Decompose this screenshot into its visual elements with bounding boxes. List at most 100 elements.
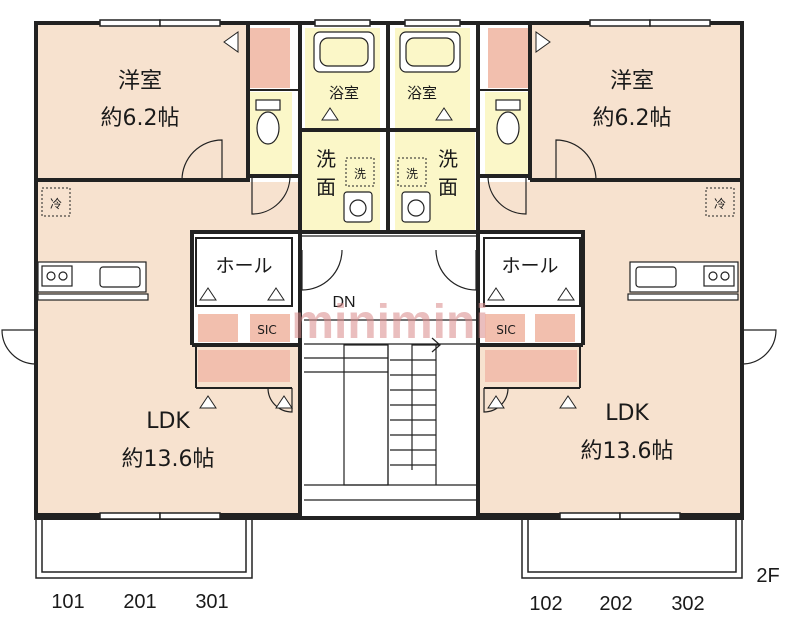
- left-western-room: [38, 25, 248, 180]
- marker-2: [535, 31, 551, 53]
- kitchens: [37, 261, 739, 301]
- door-left-entry: [301, 249, 343, 291]
- right-bath-label: 浴室: [407, 84, 437, 102]
- right-fridge-label: 冷: [714, 197, 726, 211]
- thin-walls: [195, 89, 581, 389]
- right-kitchen-stove: [703, 265, 735, 287]
- right-bathtub-inner: [405, 37, 455, 67]
- left-sic-shelf-b: [250, 314, 290, 342]
- right-balcony-inner: [527, 518, 737, 573]
- left-burner-1: [46, 271, 56, 281]
- left-fridge-space: [41, 187, 71, 217]
- left-sic-label: SIC: [257, 323, 277, 337]
- stairs-dn-label: DN: [332, 294, 355, 311]
- left-kitchen-stove: [41, 265, 73, 287]
- left-fridge-label: 冷: [50, 197, 62, 211]
- left-western-name: 洋室: [118, 69, 162, 94]
- door-left-ext: [1, 329, 37, 365]
- window-right-top-2: [649, 19, 711, 27]
- left-western-size: 約6.2帖: [101, 106, 180, 131]
- left-kitchen-sink: [99, 266, 141, 288]
- door-left-ldk: [267, 387, 293, 413]
- right-ldk-size: 約13.6帖: [581, 439, 674, 464]
- right-toilet-tank: [495, 99, 521, 111]
- watermark: minimini: [291, 296, 488, 349]
- marker-3: [199, 287, 217, 301]
- left-unit-2: 201: [123, 591, 156, 613]
- door-right-entry: [435, 249, 477, 291]
- right-sic-shelf-b: [535, 314, 575, 342]
- right-kitchen-sink: [635, 266, 677, 288]
- right-washer-label: 洗: [406, 167, 418, 181]
- marker-1: [223, 31, 239, 53]
- window-right-bottom-2: [619, 512, 681, 520]
- toilets: [255, 99, 521, 145]
- doors: [1, 139, 777, 413]
- right-fridge-space: [705, 187, 735, 217]
- marker-4: [267, 287, 285, 301]
- bathtubs: [313, 31, 461, 73]
- left-unit-3: 301: [195, 591, 228, 613]
- left-ldk-size: 約13.6帖: [122, 447, 215, 472]
- door-right-western: [555, 139, 597, 181]
- left-ldk-name: LDK: [146, 409, 190, 434]
- window-left-top-2: [159, 19, 221, 27]
- left-kitchen-hood: [37, 293, 149, 301]
- left-washer-space: [345, 157, 375, 187]
- appliance-spaces: [41, 157, 735, 217]
- left-bath-label: 浴室: [329, 84, 359, 102]
- left-washer-label: 洗: [354, 167, 366, 181]
- door-left-toilet: [251, 175, 291, 215]
- labels: 洋室 約6.2帖 洋室 約6.2帖 LDK 約13.6帖 LDK 約13.6帖 …: [50, 69, 780, 615]
- stair-arrow-head: [431, 337, 441, 353]
- left-balcony-inner: [41, 518, 247, 573]
- right-closet-upper: [488, 28, 528, 88]
- left-bathtub-inner: [319, 37, 369, 67]
- right-western-name: 洋室: [610, 69, 654, 94]
- right-balcony: [521, 518, 743, 579]
- door-right-ext: [741, 329, 777, 365]
- right-unit-2: 202: [599, 593, 632, 615]
- window-right-top-1: [589, 19, 651, 27]
- left-toilet-tank: [255, 99, 281, 111]
- right-burner-2: [720, 271, 730, 281]
- right-western-room: [532, 25, 740, 180]
- left-wash-basin: [349, 199, 367, 217]
- balconies: [35, 518, 743, 579]
- right-ldk-name: LDK: [605, 401, 649, 426]
- left-wash-label-1: 洗: [316, 147, 336, 171]
- left-closet-upper: [250, 28, 290, 88]
- washroom-sinks: [343, 191, 431, 223]
- windows: [99, 19, 711, 520]
- right-toilet-bowl: [496, 111, 520, 145]
- window-left-bottom-2: [159, 512, 221, 520]
- window-left-bottom-1: [99, 512, 161, 520]
- right-burner-1: [708, 271, 718, 281]
- left-wash-label-2: 面: [316, 175, 336, 199]
- right-wash-label-2: 面: [438, 175, 458, 199]
- right-kitchen-hood: [627, 293, 739, 301]
- window-left-top-1: [99, 19, 161, 27]
- window-bath-right: [404, 19, 461, 27]
- stair-arrow: [411, 344, 440, 470]
- window-right-bottom-1: [559, 512, 621, 520]
- marker-12: [435, 107, 453, 121]
- right-unit-1: 102: [529, 593, 562, 615]
- right-wash-basin: [407, 199, 425, 217]
- left-sic-shelf-a: [198, 314, 238, 342]
- marker-8: [275, 395, 293, 409]
- window-bath-left: [314, 19, 371, 27]
- right-hall-label: ホール: [501, 255, 558, 277]
- stair-core: [302, 236, 476, 516]
- right-wash-label-1: 洗: [438, 147, 458, 171]
- left-hall-box: [195, 237, 293, 307]
- floor-label: 2F: [756, 565, 779, 587]
- right-sic-shelf-a: [485, 314, 525, 342]
- right-shoe-cabinet: [485, 350, 577, 382]
- stairwell: [302, 235, 476, 516]
- right-sic-label: SIC: [496, 323, 516, 337]
- left-balcony: [35, 518, 253, 579]
- left-toilet-bowl: [256, 111, 280, 145]
- marker-6: [557, 287, 575, 301]
